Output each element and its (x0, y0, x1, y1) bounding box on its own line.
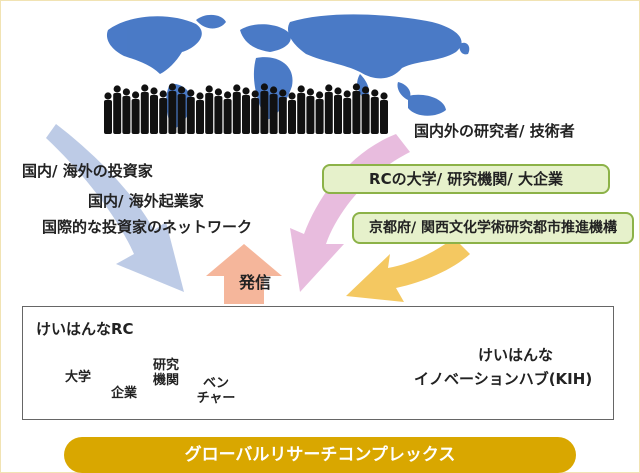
person-silhouette (214, 88, 223, 134)
person-silhouette (380, 92, 388, 134)
person-silhouette (324, 84, 333, 134)
person-silhouette (361, 86, 370, 134)
hub-title: けいはんなRC (36, 320, 134, 338)
person-silhouette (104, 92, 112, 134)
person-silhouette (140, 84, 149, 134)
person-silhouette (113, 85, 122, 134)
person-silhouette (131, 91, 140, 134)
prefecture-arrow (346, 238, 470, 302)
send-arrow (206, 244, 282, 304)
person-silhouette (269, 86, 278, 134)
researcher-arrow (290, 134, 410, 292)
person-silhouette (334, 87, 342, 134)
prefecture-box: 京都府/ 関西文化学術研究都市推進機構 (352, 212, 634, 244)
person-silhouette (232, 84, 241, 134)
person-silhouette (168, 83, 177, 134)
person-silhouette (260, 83, 269, 134)
hex-label-venture: ベン チャー (196, 376, 236, 406)
investor-label-2: 国内/ 海外起業家 (88, 192, 204, 210)
person-silhouette (278, 89, 287, 134)
person-silhouette (288, 92, 296, 134)
person-silhouette (251, 90, 260, 134)
hex-label-company: 企業 (110, 386, 137, 401)
person-silhouette (122, 88, 131, 134)
person-silhouette (177, 86, 186, 134)
person-silhouette (223, 91, 232, 134)
send-label: 発信 (239, 273, 272, 292)
hub-right-line2: イノベーションハブ(KIH) (414, 370, 593, 388)
hex-label-university: 大学 (64, 370, 91, 385)
global-research-complex-bar: グローバルリサーチコンプレックス (64, 437, 576, 473)
crowd-silhouettes (104, 83, 388, 134)
person-silhouette (150, 87, 158, 134)
person-silhouette (352, 83, 361, 134)
innovation-hub-box (22, 306, 614, 420)
person-silhouette (297, 85, 306, 134)
person-silhouette (196, 92, 204, 134)
person-silhouette (315, 91, 324, 134)
investor-arrow (46, 124, 184, 292)
rc-institutions-box: RCの大学/ 研究機関/ 大企業 (322, 164, 610, 194)
researcher-heading: 国内外の研究者/ 技術者 (414, 122, 575, 140)
hub-right-line1: けいはんな (478, 346, 554, 364)
hex-label-research: 研究 機関 (152, 358, 179, 388)
person-silhouette (186, 89, 195, 134)
person-silhouette (343, 90, 352, 134)
person-silhouette (306, 88, 315, 134)
person-silhouette (205, 85, 214, 134)
person-silhouette (159, 90, 168, 134)
person-silhouette (242, 87, 250, 134)
investor-label-1: 国内/ 海外の投資家 (22, 162, 153, 180)
investor-label-3: 国際的な投資家のネットワーク (42, 218, 253, 236)
person-silhouette (370, 89, 379, 134)
